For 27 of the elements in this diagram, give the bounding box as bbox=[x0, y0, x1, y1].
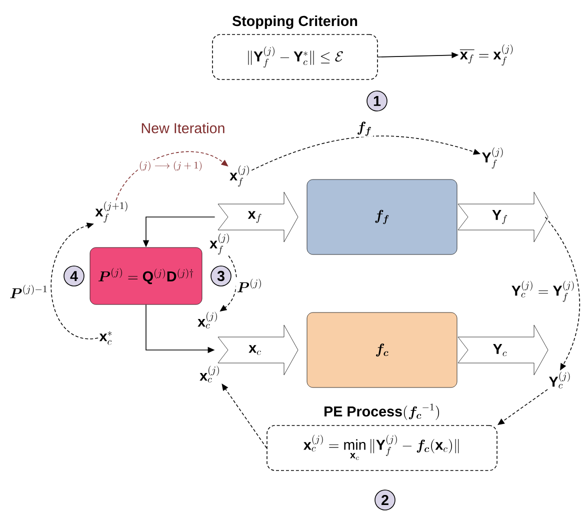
node-label: Stopping Criterion bbox=[232, 16, 358, 29]
chevron-box: $\mathbf{Y}_c$ bbox=[458, 324, 548, 376]
note-text: New Iteration bbox=[142, 122, 224, 134]
formula-text: $\mathbf{Y}_c^{(j)}$ bbox=[549, 372, 570, 388]
dashed-arrow bbox=[222, 384, 267, 448]
formula-text: $\mathbf{x}_c^{*}$ bbox=[99, 331, 112, 345]
formula-text: $\mathbf{x}_c^{(j)}$ bbox=[200, 366, 219, 382]
process-box: $\boldsymbol{f_f}$ bbox=[306, 179, 458, 255]
formula-text: $\mathbf{x}_c^{(j)}$ bbox=[198, 312, 217, 328]
node-label: $\textbf{PE Process} (\boldsymbol{f_c}^{-1})$ bbox=[324, 404, 440, 420]
formula-text: $\mathbf{x}_f^{(j)}$ bbox=[230, 165, 249, 187]
edge-label: $(j) \longrightarrow (j+1)$ bbox=[138, 160, 204, 172]
edge-label: $\boldsymbol{P}^{(j)-1}$ bbox=[8, 284, 49, 300]
chevron-box: $\mathbf{Y}_f$ bbox=[458, 192, 548, 242]
dashed-arrow bbox=[544, 216, 580, 370]
process-box: $\boldsymbol{f_c}$ bbox=[306, 312, 458, 388]
chevron-box: $\mathbf{x}_c$ bbox=[218, 324, 298, 376]
edge-label: $\boldsymbol{f_f}$ bbox=[356, 120, 374, 137]
edge-label: $\mathbf{Y}_c^{(j)} = \mathbf{Y}_f^{(j)}$ bbox=[510, 280, 576, 303]
edge-label: $\boldsymbol{P}^{(j)}$ bbox=[236, 278, 264, 294]
dashed-formula-box: $\textbf{PE Process} (\boldsymbol{f_c}^{-1})$ $\mathbf{x}_c^{(j)} = \min\limits_{\mathbf{x}_c} \| \mathbf{Y}_f^{(j)} - \boldsymbol{f_c}(\mathbf{x}_c) \|$ bbox=[266, 404, 498, 471]
dashed-arrow bbox=[50, 222, 98, 339]
process-box: $\boldsymbol{P}^{(j)} = \mathbf{Q}^{(j)} \mathbf{D}^{(j)\dagger}$ bbox=[90, 247, 202, 305]
formula-text: $\mathbf{x}_f^{(j+1)}$ bbox=[95, 201, 128, 223]
formula-text: $\mathbf{Y}_f^{(j)}$ bbox=[482, 147, 503, 169]
formula-text: $\overline{\mathbf{x}_f} = \mathbf{x}_f^{(j)}$ bbox=[460, 44, 513, 66]
dashed-formula-box: Stopping Criterion $\| \mathbf{Y}_f^{(j)} - \mathbf{Y}_c^{*} \| \leq \mathcal{E}$ bbox=[212, 16, 378, 80]
